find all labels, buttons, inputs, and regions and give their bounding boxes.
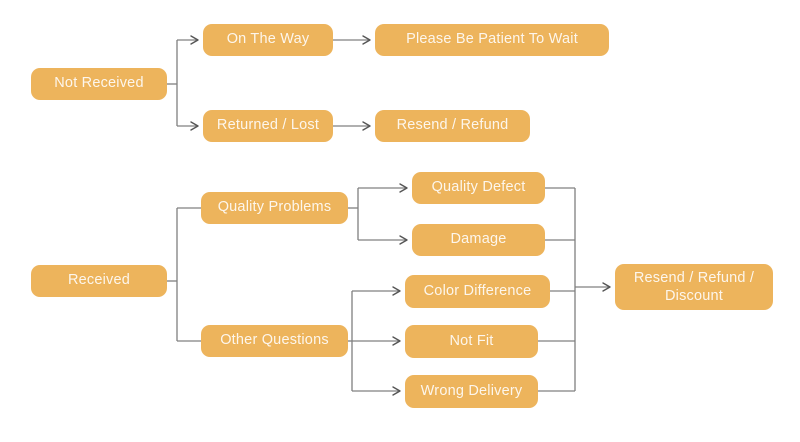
node-label: Received — [67, 272, 131, 289]
node-color-difference[interactable]: Color Difference — [405, 275, 550, 308]
node-label: Resend / Refund — [396, 117, 509, 134]
node-quality-defect[interactable]: Quality Defect — [412, 172, 545, 204]
node-label: Color Difference — [423, 282, 532, 299]
node-label: Please Be Patient To Wait — [406, 31, 578, 48]
node-label: Wrong Delivery — [420, 382, 523, 399]
node-label: Quality Defect — [431, 179, 526, 196]
node-label: Returned / Lost — [216, 117, 320, 134]
node-label: Damage — [450, 231, 507, 248]
node-not-fit[interactable]: Not Fit — [405, 325, 538, 358]
node-wrong-delivery[interactable]: Wrong Delivery — [405, 375, 538, 408]
node-resend-refund[interactable]: Resend / Refund — [375, 110, 530, 142]
node-damage[interactable]: Damage — [412, 224, 545, 256]
node-label: Other Questions — [220, 332, 329, 349]
node-label: On The Way — [226, 31, 310, 48]
node-label: Not Received — [54, 75, 144, 92]
node-label: Quality Problems — [217, 199, 332, 216]
node-please-be-patient-to-wait[interactable]: Please Be Patient To Wait — [375, 24, 609, 56]
node-returned-lost[interactable]: Returned / Lost — [203, 110, 333, 142]
node-quality-problems[interactable]: Quality Problems — [201, 192, 348, 224]
node-label: Not Fit — [449, 332, 494, 349]
node-label-line-1: Resend / Refund / — [633, 269, 755, 286]
node-label-line-2: Discount — [664, 288, 723, 304]
node-not-received[interactable]: Not Received — [31, 68, 167, 100]
node-resend-refund-discount[interactable]: Resend / Refund / Discount — [615, 264, 773, 310]
node-on-the-way[interactable]: On The Way — [203, 24, 333, 56]
node-other-questions[interactable]: Other Questions — [201, 325, 348, 357]
node-received[interactable]: Received — [31, 265, 167, 297]
